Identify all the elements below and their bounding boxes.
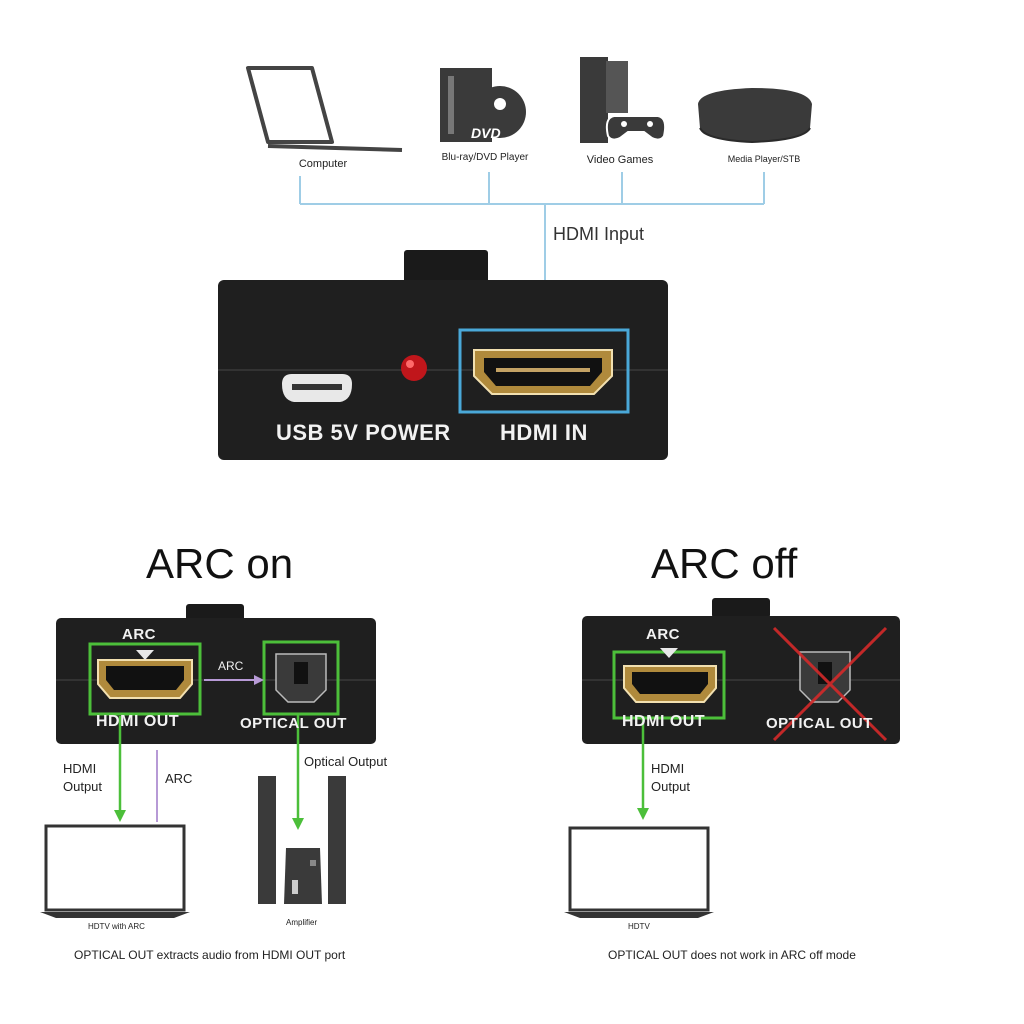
arc-on-hdmi-out-label: HDMI OUT	[96, 713, 180, 730]
arc-off-hdmi-output-line1: HDMI	[651, 761, 685, 776]
arc-on-hdmi-output-line1: HDMI	[63, 761, 97, 776]
source-label-dvd: Blu-ray/DVD Player	[441, 152, 529, 163]
power-led	[401, 355, 427, 381]
arc-off-title: ARC off	[651, 540, 798, 587]
arc-on-optical-out-label: OPTICAL OUT	[240, 715, 347, 732]
set-top-box-icon	[698, 88, 812, 144]
arc-on-arc-arrow-label: ARC	[218, 659, 244, 673]
hdmi-in-highlight	[458, 328, 630, 414]
usb-power-label: USB 5V POWER	[276, 420, 451, 445]
disabled-cross-icon	[772, 626, 888, 742]
arc-off-hdmi-output-line2: Output	[651, 779, 691, 794]
arc-off-optical-out-label: OPTICAL OUT	[766, 715, 873, 732]
amplifier-speakers-icon	[258, 776, 346, 904]
arc-off-connection-lines	[637, 716, 649, 820]
source-label-computer: Computer	[298, 158, 348, 170]
arc-on-optical-output-label: Optical Output	[304, 754, 388, 769]
arc-on-tv-label: HDTV with ARC	[88, 922, 145, 931]
arc-on-caption: OPTICAL OUT extracts audio from HDMI OUT…	[74, 948, 346, 962]
arc-on-title: ARC on	[146, 540, 294, 587]
arc-off-tv-label: HDTV	[628, 922, 650, 931]
hdtv-icon	[564, 826, 714, 918]
arc-on-arc-return-label: ARC	[165, 771, 193, 786]
arc-off-arc-label: ARC	[646, 626, 680, 643]
dvd-logo-text: DVD	[471, 125, 501, 141]
top-device	[218, 250, 668, 460]
arc-on-device	[56, 604, 376, 744]
laptop-icon	[246, 66, 403, 152]
dvd-player-icon: DVD	[440, 68, 526, 142]
arc-on-hdmi-output-line2: Output	[63, 779, 103, 794]
arc-off-hdmi-out-label: HDMI OUT	[622, 713, 706, 730]
game-console-icon	[580, 57, 667, 143]
hdtv-arc-icon	[40, 824, 190, 918]
arc-on-arc-label: ARC	[122, 626, 156, 643]
source-label-media-player: Media Player/STB	[727, 154, 801, 164]
arc-on-connection-lines	[114, 714, 304, 830]
hdmi-in-label: HDMI IN	[500, 420, 588, 445]
arc-on-amp-label: Amplifier	[286, 918, 318, 927]
arc-off-hdmi-output-label: HDMI Output	[651, 760, 690, 796]
arc-off-caption: OPTICAL OUT does not work in ARC off mod…	[608, 948, 856, 962]
hdmi-input-label: HDMI Input	[553, 224, 645, 244]
arc-on-hdmi-output-label: HDMI Output	[63, 760, 102, 796]
source-label-games: Video Games	[586, 154, 654, 166]
